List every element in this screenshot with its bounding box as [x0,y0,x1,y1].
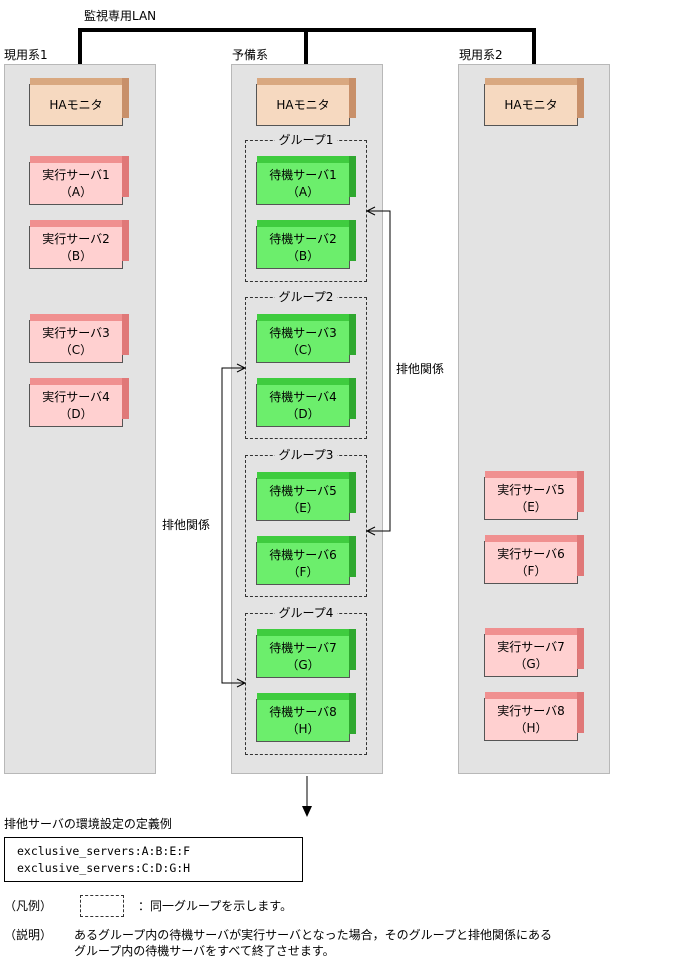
standby-server-5: 待機サーバ5 （E） [256,472,356,521]
standby-server-4: 待機サーバ4 （D） [256,378,356,427]
group-4-title: グループ4 [274,606,338,620]
explanation-line-1: あるグループ内の待機サーバが実行サーバとなった場合，そのグループと排他関係にある [74,928,552,942]
ha-monitor-standby: HAモニタ [256,78,356,126]
exec-server-8: 実行サーバ8 （H） [484,692,584,741]
standby-server-2: 待機サーバ2 （B） [256,220,356,269]
group-3: グループ3 [245,448,367,597]
exclusive-line-right [367,210,391,532]
config-line-2: exclusive_servers:C:D:G:H [17,861,191,875]
standby-server-8: 待機サーバ8 （H） [256,693,356,742]
group-4: グループ4 [245,606,367,755]
exec-server-2: 実行サーバ2 （B） [29,220,129,269]
ha-monitor-active2: HAモニタ [484,78,584,126]
exec-server-5: 実行サーバ5 （E） [484,471,584,520]
legend-text: ：同一グループを示します。 [138,899,293,913]
column-title-active2: 現用系2 [459,48,503,62]
legend-dashed-box [80,895,124,917]
exec-server-4: 実行サーバ4 （D） [29,378,129,427]
column-title-active1: 現用系1 [4,48,48,62]
lan-label: 監視専用LAN [84,9,157,23]
exec-server-1: 実行サーバ1 （A） [29,156,129,205]
ha-monitor-active1: HAモニタ [29,78,129,126]
group-3-title: グループ3 [274,448,338,462]
exclusive-line-left [221,367,245,684]
config-box: exclusive_servers:A:B:E:F exclusive_serv… [4,837,303,882]
group-1: グループ1 [245,133,367,282]
standby-server-6: 待機サーバ6 （F） [256,536,356,585]
exclusive-label-left: 排他関係 [162,518,211,532]
config-line-1: exclusive_servers:A:B:E:F [17,844,191,858]
down-arrow-icon [302,806,312,817]
explanation-label: （説明） [4,928,53,942]
config-title: 排他サーバの環境設定の定義例 [4,817,172,831]
exec-server-7: 実行サーバ7 （G） [484,628,584,677]
group-2-title: グループ2 [274,290,338,304]
legend-label: （凡例） [4,899,53,913]
exclusive-label-right: 排他関係 [396,362,445,376]
standby-server-3: 待機サーバ3 （C） [256,314,356,363]
standby-server-7: 待機サーバ7 （G） [256,629,356,678]
group-1-title: グループ1 [274,133,338,147]
exec-server-6: 実行サーバ6 （F） [484,535,584,584]
standby-server-1: 待機サーバ1 （A） [256,156,356,205]
explanation-line-2: グループ内の待機サーバをすべて終了させます。 [74,944,335,958]
exec-server-3: 実行サーバ3 （C） [29,314,129,363]
column-title-standby: 予備系 [232,48,269,62]
